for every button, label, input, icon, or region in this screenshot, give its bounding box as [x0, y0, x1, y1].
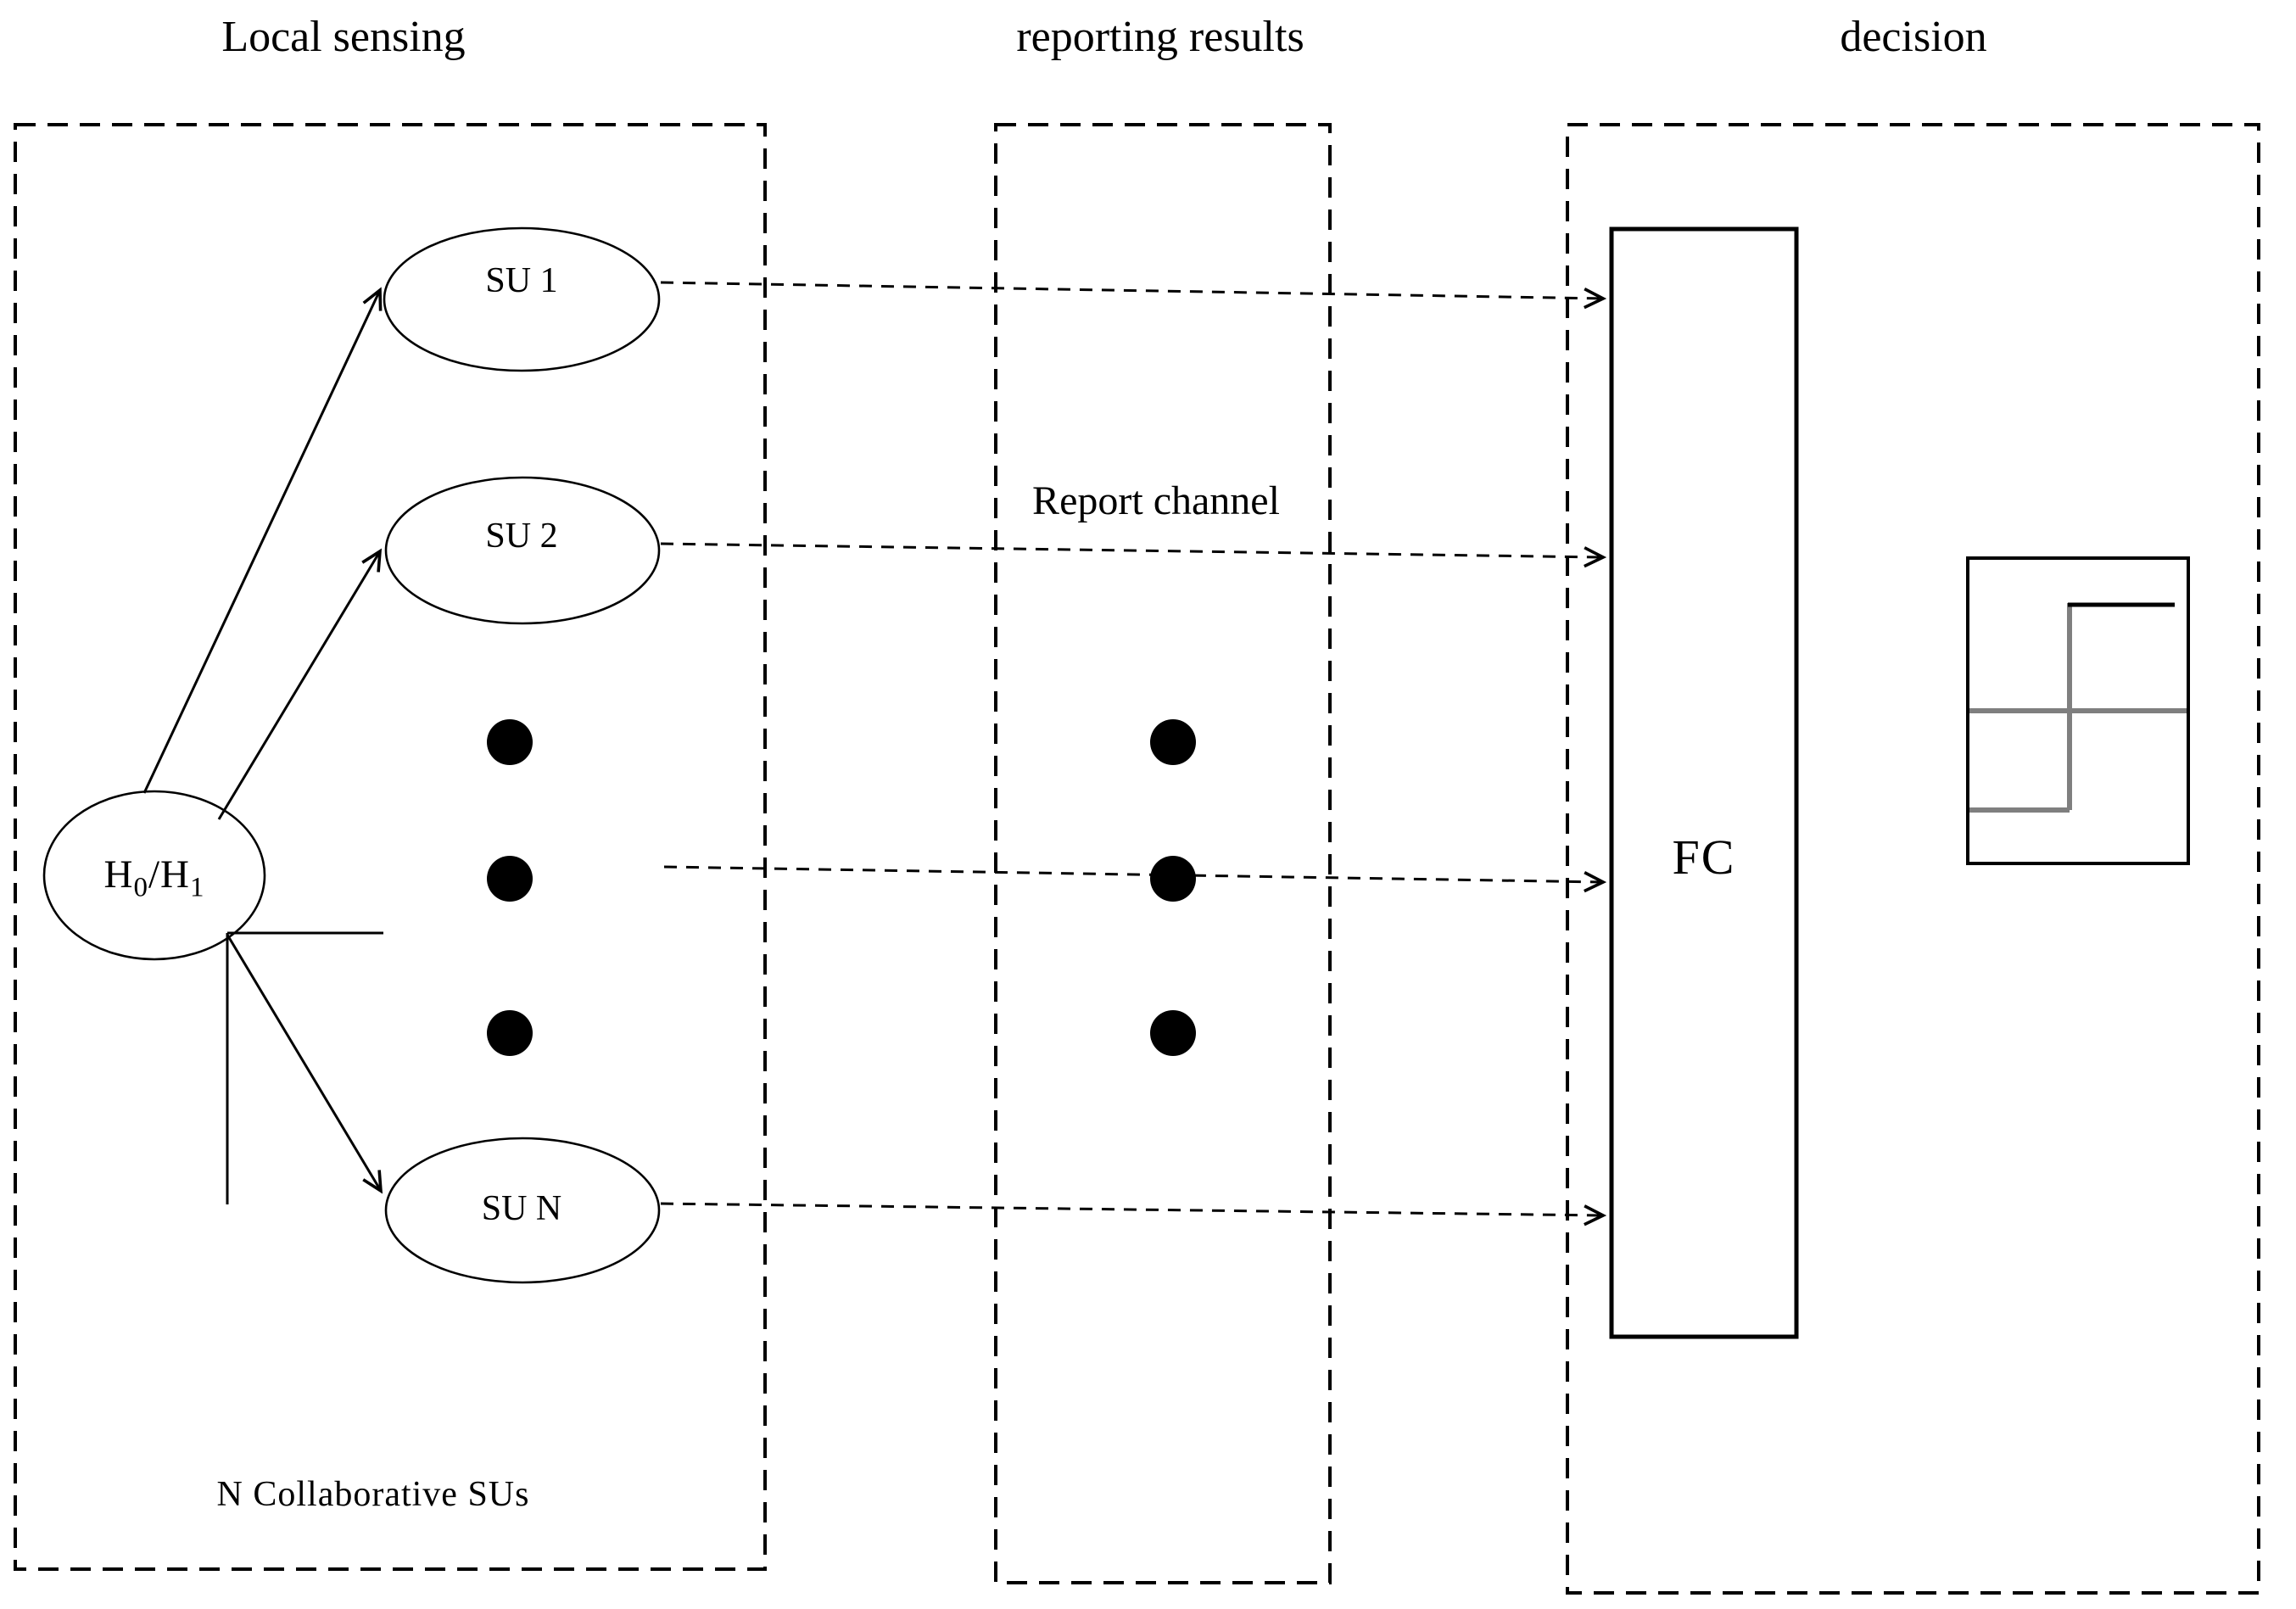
fusion-center-label: FC — [1672, 829, 1736, 885]
collaborative-sus-label: N Collaborative SUs — [216, 1475, 530, 1514]
hypothesis-h0-base: H — [103, 852, 134, 897]
fusion-center-box — [1609, 226, 1799, 1339]
sun-ellipse — [384, 1137, 661, 1284]
hypothesis-h1-base: /H — [148, 852, 190, 897]
local-sensing-region — [14, 123, 767, 1571]
hypothesis-ellipse — [42, 790, 266, 961]
ellipsis-dots-local — [487, 719, 533, 1056]
report-arrow-sun-to-fc — [660, 1202, 1603, 1215]
su1-label: SU 1 — [485, 261, 558, 300]
stage-title-local-sensing: Local sensing — [221, 12, 466, 61]
ellipsis-dots-reporting — [1150, 719, 1196, 1056]
su2-ellipse — [384, 476, 661, 625]
su2-label: SU 2 — [485, 517, 558, 556]
su1-ellipse — [383, 226, 661, 372]
decision-threshold-icon — [1966, 556, 2190, 865]
report-arrow-su2-to-fc — [660, 542, 1603, 557]
stage-title-decision: decision — [1840, 12, 1987, 61]
reporting-region — [994, 123, 1332, 1584]
hypothesis-h0-subscript: 0 — [133, 872, 148, 903]
hypothesis-label: H0/H1 — [34, 849, 275, 903]
report-arrow-dots-to-fc — [663, 865, 1603, 882]
report-channel-label: Report channel — [1032, 478, 1280, 523]
sun-label: SU N — [481, 1189, 562, 1228]
hypothesis-h1-subscript: 1 — [189, 872, 205, 903]
arrow-hypothesis-to-sun — [226, 934, 381, 1191]
report-arrow-su1-to-fc — [660, 281, 1603, 299]
decision-region — [1566, 123, 2260, 1595]
arrow-hypothesis-to-su1 — [142, 290, 380, 794]
arrow-hypothesis-to-su2 — [217, 551, 380, 820]
stage-title-reporting-results: reporting results — [1016, 12, 1304, 61]
